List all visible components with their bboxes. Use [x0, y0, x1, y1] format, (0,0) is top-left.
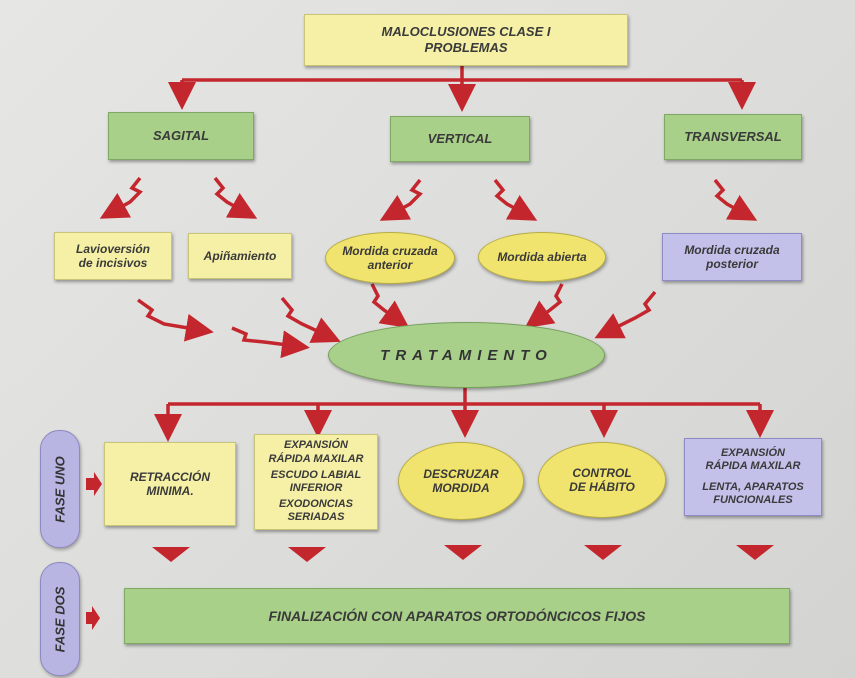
descruzar-line2: MORDIDA	[432, 481, 490, 495]
escudo-line2: INFERIOR	[289, 481, 343, 494]
control-habito-oval: CONTROL DE HÁBITO	[538, 442, 666, 518]
fase-dos-label: FASE DOS	[40, 562, 80, 676]
problem-mordida-abierta: Mordida abierta	[478, 232, 606, 282]
fase-uno-pointer	[86, 472, 102, 496]
expansion2-group: EXPANSIÓN RÁPIDA MAXILAR	[706, 447, 801, 473]
fase-uno-text: FASE UNO	[52, 455, 68, 523]
problem-mordida-cruzada-anterior: Mordida cruzada anterior	[325, 232, 455, 284]
squiggle-apin-to-trat	[280, 296, 341, 343]
squiggle-transversal	[713, 178, 758, 221]
problem-laviversion: Lavioversión de incisivos	[54, 232, 172, 280]
lenta-line2: FUNCIONALES	[713, 494, 793, 506]
finalizacion-bar: FINALIZACIÓN CON APARATOS ORTODÓNCICOS F…	[124, 588, 790, 644]
escudo-line1: ESCUDO LABIAL	[270, 468, 362, 481]
down-arrow-5	[736, 545, 774, 560]
squiggle-vertical-right	[493, 178, 538, 221]
fase-dos-pointer	[86, 606, 100, 630]
expansion2-line2: RÁPIDA MAXILAR	[705, 460, 801, 472]
expansion1-group: EXPANSIÓN RÁPIDA MAXILAR	[269, 439, 364, 465]
problem-apinamiento: Apiñamiento	[188, 233, 292, 279]
problem-mca-line2: anterior	[367, 258, 413, 272]
expansion-escudo-exodoncias-box: EXPANSIÓN RÁPIDA MAXILAR ESCUDO LABIAL I…	[254, 434, 378, 530]
control-line2: DE HÁBITO	[569, 480, 635, 494]
squiggle-mcp-to-trat	[594, 290, 657, 339]
fase-dos-text: FASE DOS	[52, 586, 68, 652]
squiggle-lav-to-trat	[136, 298, 214, 342]
lenta-line1: LENTA, APARATOS	[702, 480, 804, 493]
problem-laviversion-line2: de incisivos	[78, 256, 148, 270]
squiggle-ma-to-trat	[524, 283, 564, 329]
problem-mcp-line1: Mordida cruzada	[684, 242, 780, 257]
exodoncias-line1: EXODONCIAS	[279, 498, 353, 511]
problem-mcp-line2: posterior	[705, 257, 758, 271]
exodoncias-group: EXODONCIAS SERIADAS	[279, 498, 353, 524]
descruzar-mordida-oval: DESCRUZAR MORDIDA	[398, 442, 524, 520]
descruzar-line1: DESCRUZAR	[423, 466, 499, 481]
expansion2-line1: EXPANSIÓN	[721, 446, 785, 459]
category-vertical: VERTICAL	[390, 116, 530, 162]
squiggle-lav2-to-trat	[231, 326, 310, 359]
down-arrow-2	[288, 547, 326, 562]
problem-mca-line1: Mordida cruzada	[342, 243, 438, 258]
expansion1-line1: EXPANSIÓN	[284, 439, 348, 452]
expansion1-line2: RÁPIDA MAXILAR	[268, 452, 364, 465]
title-line1: MALOCLUSIONES CLASE I	[381, 24, 551, 40]
squiggle-vertical-left	[379, 178, 423, 221]
retraccion-minima-box: RETRACCIÓN MINIMA.	[104, 442, 236, 526]
problem-laviversion-line1: Lavioversión	[75, 241, 151, 256]
title-box: MALOCLUSIONES CLASE I PROBLEMAS	[304, 14, 628, 66]
retraccion-line2: MINIMA.	[146, 484, 194, 498]
expansion-lenta-box: EXPANSIÓN RÁPIDA MAXILAR LENTA, APARATOS…	[684, 438, 822, 516]
fase-uno-label: FASE UNO	[40, 430, 80, 548]
problem-mordida-cruzada-posterior: Mordida cruzada posterior	[662, 233, 802, 281]
exodoncias-line2: SERIADAS	[287, 511, 345, 524]
squiggle-sagital-right	[213, 176, 258, 219]
escudo-group: ESCUDO LABIAL INFERIOR	[271, 469, 361, 495]
squiggle-sagital-left	[99, 176, 143, 219]
down-arrow-3	[444, 545, 482, 560]
squiggle-mca-to-trat	[370, 283, 410, 329]
control-line1: CONTROL	[572, 465, 632, 480]
title-line2: PROBLEMAS	[424, 40, 508, 55]
lenta-group: LENTA, APARATOS FUNCIONALES	[702, 481, 803, 507]
down-arrow-1	[152, 547, 190, 562]
retraccion-line1: RETRACCIÓN	[130, 469, 210, 484]
category-transversal: TRANSVERSAL	[664, 114, 802, 160]
tratamiento-oval: TRATAMIENTO	[328, 322, 605, 388]
down-arrow-4	[584, 545, 622, 560]
category-sagital: SAGITAL	[108, 112, 254, 160]
